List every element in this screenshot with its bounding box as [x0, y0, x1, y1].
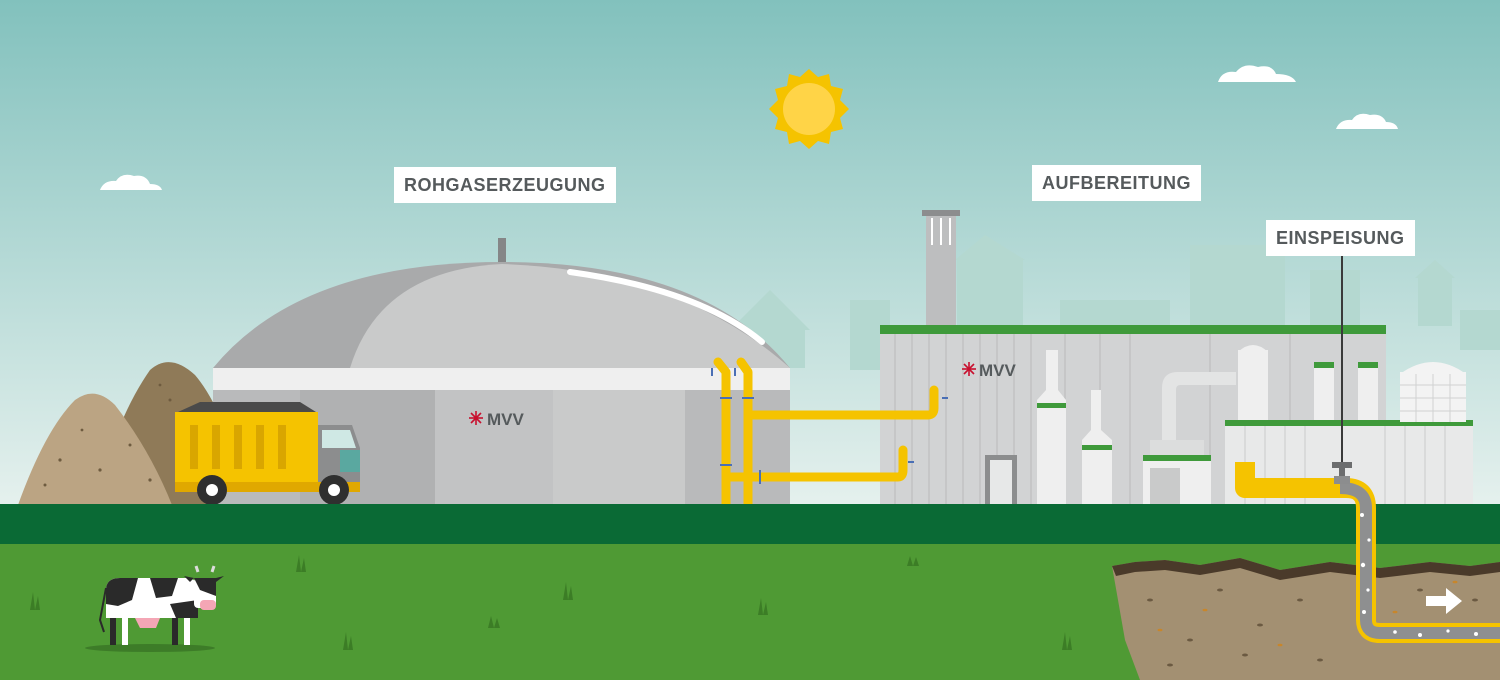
- truck-icon: [175, 402, 360, 505]
- cloud-icon: [1218, 65, 1296, 82]
- cloud-icon: [1336, 113, 1398, 129]
- cloud-icon: [100, 174, 162, 190]
- stage-label-rohgas: ROHGASERZEUGUNG: [394, 167, 616, 203]
- plant-logo: [962, 362, 976, 376]
- soil-cutaway: [1112, 558, 1500, 680]
- mvv-logo-text: MVV: [487, 410, 525, 429]
- ground-band: [0, 504, 1500, 544]
- grass-tufts: [30, 555, 1072, 650]
- sun-icon: [769, 69, 849, 149]
- arrow-right-icon: [1426, 588, 1462, 614]
- valve-icon: [1332, 462, 1352, 484]
- stage-label-aufbereitung: AUFBEREITUNG: [1032, 165, 1201, 201]
- digester-logo: [469, 411, 483, 425]
- injection-pipe: [1235, 462, 1500, 643]
- cow-icon: [85, 565, 224, 652]
- mvv-logo-text: MVV: [979, 361, 1017, 380]
- gas-pipes: [713, 357, 939, 510]
- stage-label-einspeisung: EINSPEISUNG: [1266, 220, 1415, 256]
